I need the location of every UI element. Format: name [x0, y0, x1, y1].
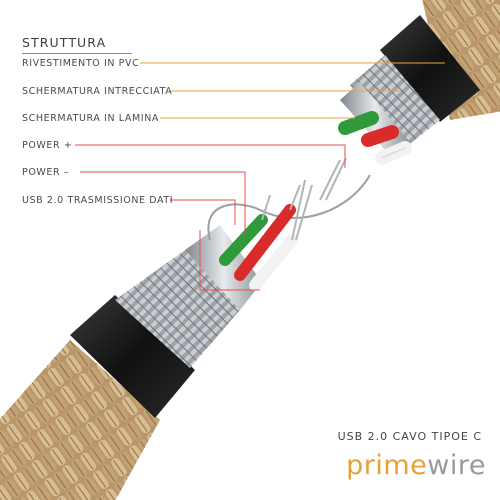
- leader-lines: [75, 62, 445, 291]
- section-title: STRUTTURA: [22, 35, 107, 50]
- label-power-positive: POWER +: [22, 140, 73, 151]
- brand-logo-part2: wire: [427, 450, 486, 481]
- label-braided-shield: SCHERMATURA INTRECCIATA: [22, 86, 173, 97]
- label-pvc-jacket: RIVESTIMENTO IN PVC: [22, 58, 140, 69]
- product-label: USB 2.0 CAVO TIPOE C: [337, 430, 482, 443]
- label-power-negative: POWER –: [22, 167, 70, 178]
- label-foil-shield: SCHERMATURA IN LAMINA: [22, 113, 159, 124]
- title-underline: [22, 53, 132, 54]
- brand-logo-part1: prime: [346, 450, 428, 481]
- lower-cable: [0, 225, 262, 500]
- label-usb-data: USB 2.0 TRASMISSIONE DATI: [22, 195, 174, 206]
- internal-wires: [207, 111, 412, 291]
